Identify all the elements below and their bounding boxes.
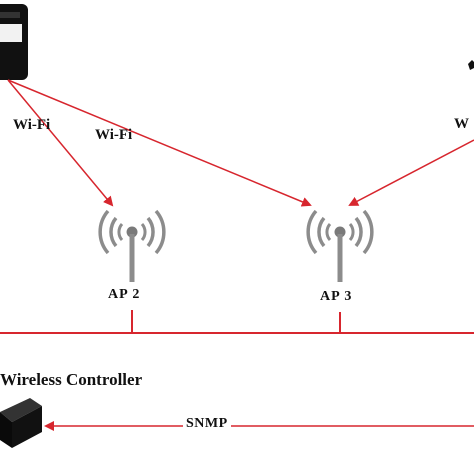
phone-icon-partial	[468, 60, 474, 70]
access-point-icon	[98, 209, 166, 282]
phone-icon	[0, 4, 28, 80]
wifi-label-partial: W	[454, 116, 469, 132]
access-point-icon	[306, 209, 374, 282]
controller-label: Wireless Controller	[0, 370, 143, 389]
controller-box-icon	[0, 398, 42, 448]
wifi-link-right-ap3	[348, 139, 474, 206]
ap2-label: AP 2	[108, 287, 141, 302]
ap3-label: AP 3	[320, 289, 353, 304]
wifi-link-phone-ap2	[7, 79, 114, 207]
wifi-link-phone-ap3	[7, 79, 312, 207]
snmp-label: SNMP	[183, 417, 231, 431]
wifi-label: Wi-Fi	[95, 127, 133, 143]
wifi-label: Wi-Fi	[13, 117, 51, 133]
